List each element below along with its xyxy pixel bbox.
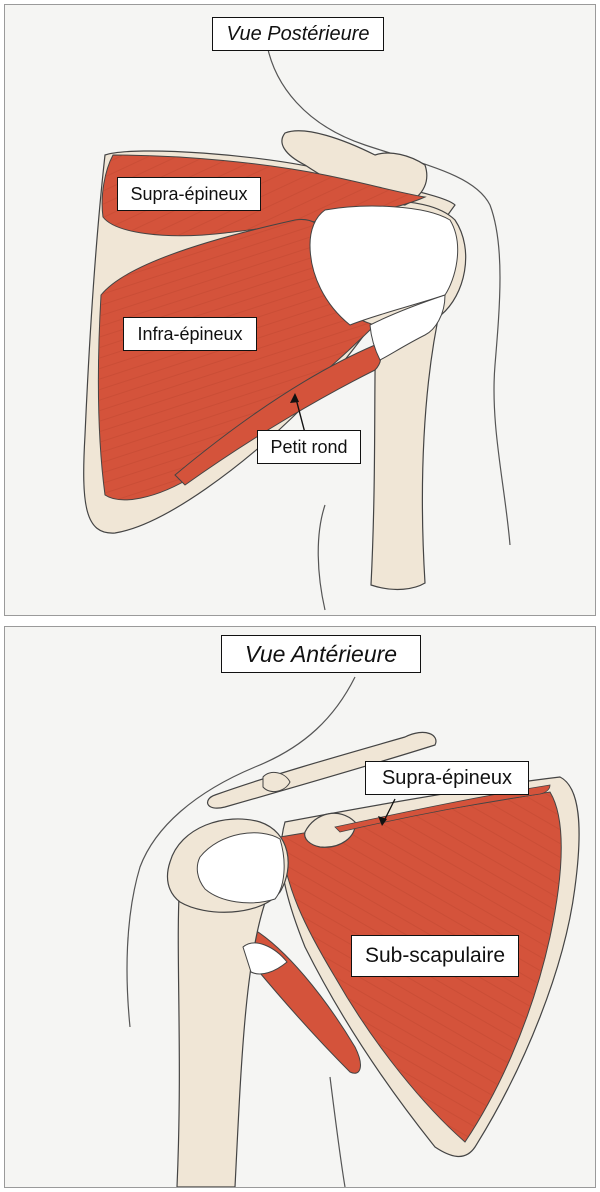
humerus-bone xyxy=(370,284,442,591)
clavicle-end xyxy=(262,771,291,793)
posterior-view-panel: Vue Postérieure Supra-épineux Infra-épin… xyxy=(4,4,596,616)
torso-contour xyxy=(317,504,326,611)
anterior-title: Vue Antérieure xyxy=(221,635,421,673)
neck-contour xyxy=(266,44,511,546)
acromion-bone xyxy=(281,130,428,206)
anterior-view-panel: Vue Antérieure Supra-épineux Sub-scapula… xyxy=(4,626,596,1188)
supraspinatus-muscle-anterior xyxy=(334,784,551,833)
label-infra-epineux: Infra-épineux xyxy=(123,317,257,351)
neck-contour-anterior xyxy=(126,676,356,1028)
posterior-title: Vue Postérieure xyxy=(212,17,384,51)
infraspinatus-tendon xyxy=(309,205,459,326)
teres-minor-tendon xyxy=(369,294,446,361)
label-petit-rond: Petit rond xyxy=(257,430,361,464)
anterior-illustration xyxy=(126,676,580,1187)
torso-contour-anterior xyxy=(329,1076,346,1187)
label-supra-epineux-posterior: Supra-épineux xyxy=(117,177,261,211)
label-sub-scapulaire: Sub-scapulaire xyxy=(351,935,519,977)
humerus-bone-anterior xyxy=(176,876,268,1187)
posterior-illustration xyxy=(83,44,511,611)
subscapularis-tendon xyxy=(196,832,285,904)
supra-arrowhead xyxy=(378,816,387,826)
label-supra-epineux-anterior: Supra-épineux xyxy=(365,761,529,795)
coracoid-process xyxy=(304,812,356,848)
petit-rond-arrowhead xyxy=(290,393,299,403)
lower-tendon xyxy=(242,942,288,975)
